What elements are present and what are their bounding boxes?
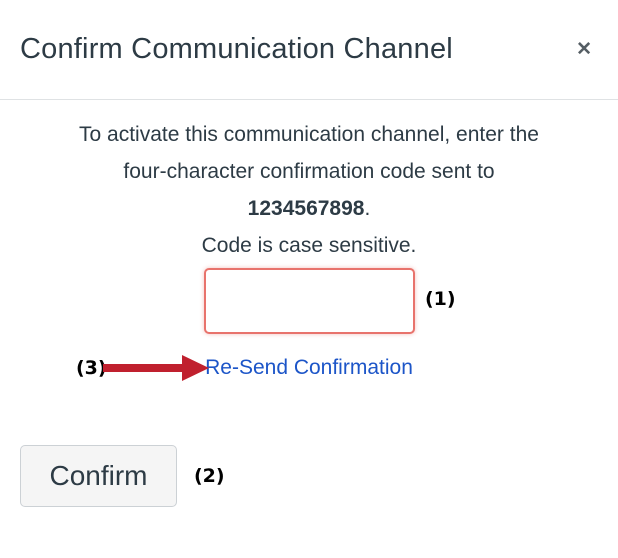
confirm-button[interactable]: Confirm	[20, 445, 177, 507]
annotation-2-marker: (2)	[194, 465, 225, 487]
case-sensitive-note: Code is case sensitive.	[201, 234, 417, 257]
dialog-body: To activate this communication channel, …	[0, 100, 618, 264]
annotation-1-marker: (1)	[425, 288, 456, 310]
dialog-header: Confirm Communication Channel ✕	[0, 0, 618, 100]
instruction-line-1: To activate this communication channel, …	[79, 123, 539, 146]
close-button[interactable]: ✕	[572, 36, 596, 63]
resend-confirmation-link[interactable]: Re-Send Confirmation	[205, 356, 413, 379]
annotation-3-marker: (3)	[76, 357, 107, 379]
phone-number: 1234567898	[247, 197, 365, 220]
dialog-footer: Confirm (2)	[0, 445, 618, 507]
phone-suffix: .	[364, 197, 371, 220]
phone-line: 1234567898.	[0, 190, 618, 227]
instruction-line-2: four-character confirmation code sent to	[123, 160, 495, 183]
code-input-row: (1)	[0, 268, 618, 334]
dialog-title: Confirm Communication Channel	[20, 33, 453, 65]
confirmation-code-input[interactable]	[203, 268, 415, 334]
close-icon: ✕	[576, 39, 592, 60]
resend-row: (3) Re-Send Confirmation	[0, 354, 618, 384]
annotation-arrow-icon	[103, 355, 209, 381]
